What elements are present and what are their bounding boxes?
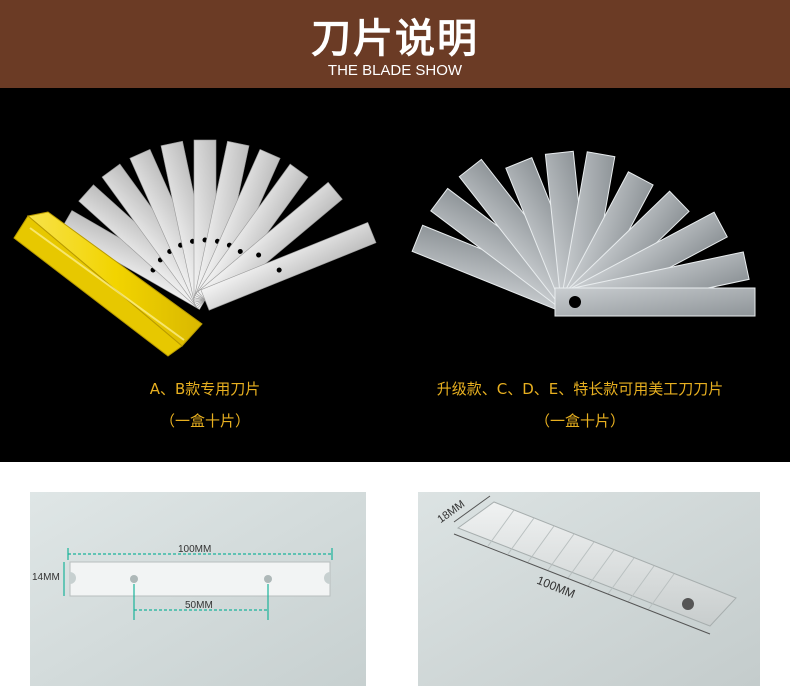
right-caption-title: 升级款、C、D、E、特长款可用美工刀刀片 xyxy=(436,380,724,398)
blade-fan-illustrations xyxy=(13,139,756,357)
blade-a-hole-spacing-label: 50MM xyxy=(185,600,213,611)
page-header: 刀片说明 THE BLADE SHOW xyxy=(0,0,790,88)
yellow-blade-case xyxy=(13,211,203,357)
blade-a-dimension-photo: 100MM 14MM 50MM xyxy=(30,492,366,686)
snap-off-blade-fan xyxy=(411,150,756,317)
product-showcase: A、B款专用刀片 （一盒十片） 升级款、C、D、E、特长款可用美工刀刀片 （一盒… xyxy=(0,88,790,462)
blade-b-drawing xyxy=(418,492,760,686)
page-subtitle: THE BLADE SHOW xyxy=(327,62,463,79)
left-caption-qty: （一盒十片） xyxy=(159,412,250,430)
left-caption-title: A、B款专用刀片 xyxy=(149,380,261,398)
blade-b-dimension-photo: 18MM 100MM xyxy=(418,492,760,686)
blade-a-width-label: 14MM xyxy=(32,572,60,583)
blade-a-length-label: 100MM xyxy=(178,544,212,555)
blade-a-drawing xyxy=(30,492,366,686)
straight-blade-fan xyxy=(13,139,377,357)
page-title: 刀片说明 xyxy=(311,16,479,62)
right-caption-qty: （一盒十片） xyxy=(534,412,625,430)
